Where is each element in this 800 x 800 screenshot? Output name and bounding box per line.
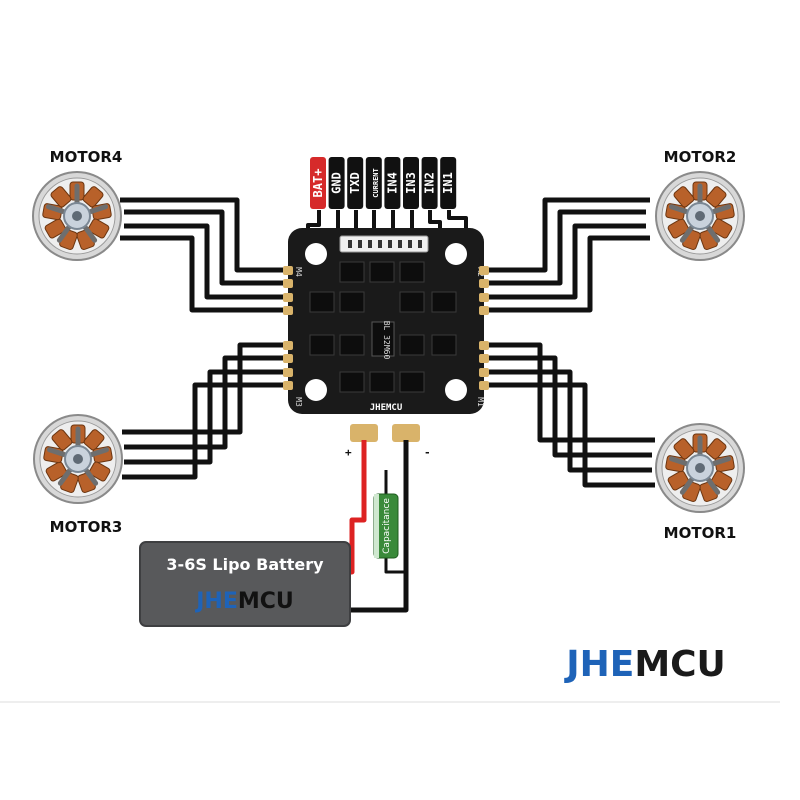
motor4-wires	[120, 197, 300, 313]
connector-pin-label: IN2	[423, 172, 437, 194]
motor-pads-left	[283, 266, 293, 390]
connector-pin-label: GND	[330, 172, 344, 194]
connector-pin-in4	[384, 157, 401, 209]
connector-pin-label: BAT+	[311, 169, 325, 198]
connector-socket	[339, 235, 429, 253]
connector-pin-label: CURRENT	[372, 168, 380, 198]
connector-pin-in3	[403, 157, 419, 209]
battery-brand-logo: JHEMCU	[194, 589, 294, 614]
motor2-graphic	[656, 172, 744, 260]
motor4-graphic	[33, 172, 121, 260]
mcu-chip	[371, 321, 395, 357]
motor2-wires	[478, 197, 650, 313]
chip-label: BL 32M60	[382, 321, 391, 360]
battery-brand-part2: MCU	[238, 589, 294, 614]
motor4-label: MOTOR4	[50, 148, 123, 166]
connector-pin-label: IN1	[441, 172, 455, 194]
connector-pin-label: IN4	[385, 172, 399, 194]
connector-pin-in2	[421, 157, 438, 209]
motor1-label: MOTOR1	[664, 524, 737, 542]
logo-part1: JHE	[563, 644, 634, 685]
logo-part2: MCU	[634, 644, 725, 685]
capacitor: Capacitance	[373, 493, 399, 559]
motor2-label: MOTOR2	[664, 148, 737, 166]
motor3-label: MOTOR3	[50, 518, 123, 536]
pad-plus-label: +	[345, 446, 352, 459]
battery-title: 3-6S Lipo Battery	[166, 555, 324, 574]
pad-label-m3: M3	[294, 397, 303, 407]
connector-pin-current	[365, 157, 382, 209]
battery-brand-part1: JHE	[194, 589, 238, 614]
motor1-wires	[478, 342, 655, 488]
pad-label-m1: M1	[476, 397, 485, 407]
motor3-graphic	[34, 415, 122, 503]
connector-pin-in1	[440, 157, 457, 209]
mount-hole	[445, 243, 467, 265]
connector-pin-label: IN3	[404, 172, 418, 194]
mount-hole	[305, 379, 327, 401]
mosfets	[309, 261, 457, 393]
battery-pad-negative	[392, 424, 420, 442]
motor1-graphic	[656, 424, 744, 512]
lipo-battery: 3-6S Lipo Battery JHEMCU	[139, 541, 351, 627]
mount-hole	[305, 243, 327, 265]
connector-pin-gnd	[328, 157, 345, 209]
capacitor-label: Capacitance	[382, 498, 392, 554]
motor3-wires	[122, 342, 300, 480]
connector-pin-labels: BAT+ GND TXD CURRENT IN4 IN3 IN2 IN1	[310, 157, 457, 209]
connector-pin-txd	[347, 157, 364, 209]
motor-pads-right	[479, 266, 489, 390]
connector-pin-bat-plus	[310, 157, 326, 209]
esc-board: BL 32M60 JHEMCU M2 M4 M3 M1 + -	[283, 228, 489, 459]
jhemcu-logo: JHEMCU	[563, 644, 726, 685]
board-brand: JHEMCU	[370, 403, 403, 413]
connector-pin-label: TXD	[348, 172, 362, 194]
pad-minus-label: -	[424, 446, 431, 459]
mount-hole	[445, 379, 467, 401]
pad-label-m4: M4	[294, 267, 303, 277]
battery-pad-positive	[350, 424, 378, 442]
